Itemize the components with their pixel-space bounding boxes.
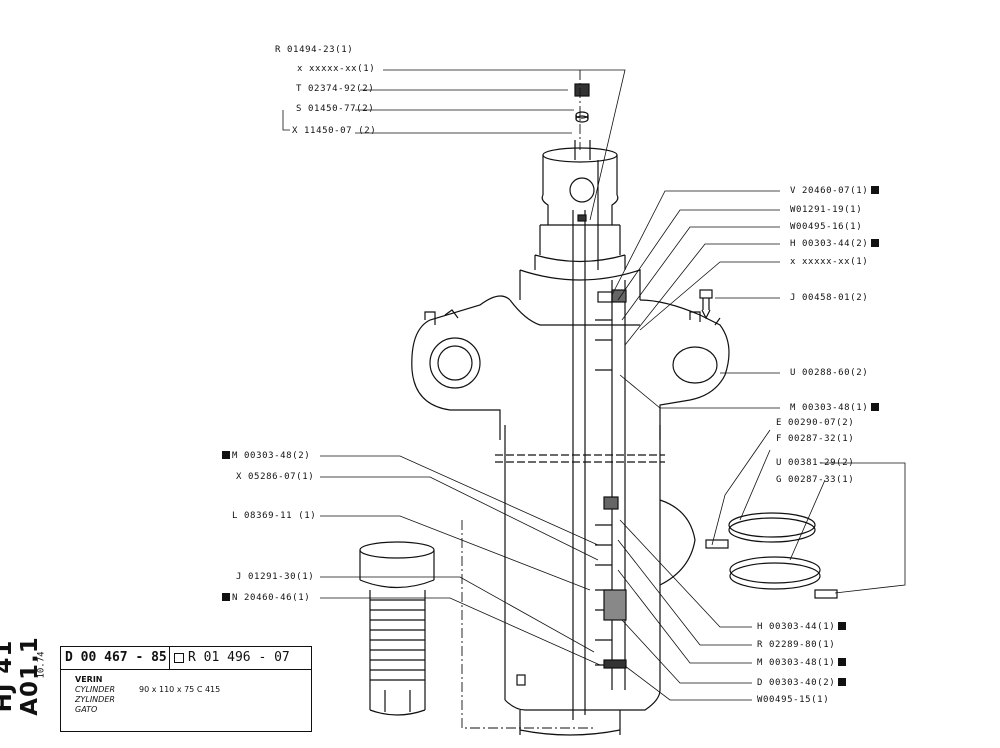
- label-j01291-30: J 01291-30(1): [236, 572, 315, 582]
- label-r01494: R 01494-23(1): [275, 45, 354, 55]
- label-x11450: X 11450-07 (2): [292, 126, 377, 136]
- label-w01291-19: W01291-19(1): [790, 205, 863, 215]
- label-w00495-16: W00495-16(1): [790, 222, 863, 232]
- label-xxxx-top: x xxxxx-xx(1): [297, 64, 376, 74]
- label-m00303-48-r1: M 00303-48(1): [790, 403, 880, 414]
- title-fr: VERIN: [75, 675, 103, 684]
- checkbox-square-icon: [174, 653, 184, 663]
- spare-part-marker: [871, 239, 880, 247]
- document-code: D 00 467 - 85: [65, 650, 167, 665]
- cylinder-spec: 90 x 110 x 75 C 415: [139, 685, 221, 694]
- label-f00287: F 00287-32(1): [776, 434, 855, 444]
- label-e00290: E 00290-07(2): [776, 418, 855, 428]
- label-v20460: V 20460-07(1): [790, 186, 880, 197]
- spare-part-marker: [871, 186, 880, 194]
- spare-part-marker: [838, 678, 847, 686]
- label-m00303-48-r2: M 00303-48(1): [757, 658, 847, 669]
- grease-nipple-part: [699, 289, 713, 320]
- cylinder-barrel: [495, 425, 696, 736]
- spare-part-marker: [222, 593, 230, 601]
- label-n20460: N 20460-46(1): [222, 593, 310, 604]
- title-es: GATO: [75, 705, 98, 714]
- reference-code: R 01 496 - 07: [188, 650, 290, 665]
- sheet-date: 10.74: [36, 651, 47, 679]
- title-block-header: D 00 467 - 85 R 01 496 - 07: [61, 647, 311, 670]
- label-g00287: G 00287-33(1): [776, 475, 855, 485]
- label-r02289: R 02289-80(1): [757, 640, 836, 650]
- label-xxxx-right: x xxxxx-xx(1): [790, 257, 869, 267]
- label-h00303-44-1: H 00303-44(1): [757, 622, 847, 633]
- label-l08369: L 08369-11 (1): [232, 511, 317, 521]
- label-w00495-15: W00495-15(1): [757, 695, 830, 705]
- header-divider: [169, 647, 170, 669]
- piston-rod-top: [519, 140, 641, 300]
- end-fitting-part: [359, 541, 435, 716]
- cylinder-yoke: [411, 295, 730, 440]
- title-block: D 00 467 - 85 R 01 496 - 07 VERIN CYLIND…: [60, 646, 312, 732]
- split-ring-parts: [705, 512, 838, 599]
- label-m00303-48-l: M 00303-48(2): [222, 451, 310, 462]
- title-en: CYLINDER: [75, 685, 116, 694]
- spare-part-marker: [838, 622, 847, 630]
- label-j00458: J 00458-01(2): [790, 293, 869, 303]
- label-h00303-44-2: H 00303-44(2): [790, 239, 880, 250]
- title-de: ZYLINDER: [75, 695, 115, 704]
- label-u00381: U 00381-29(2): [776, 458, 855, 468]
- spare-part-marker: [222, 451, 230, 459]
- label-t02374: T 02374-92(2): [296, 84, 375, 94]
- sheet-code: HJ 41 A01.1: [0, 636, 43, 716]
- spare-part-marker: [871, 403, 880, 411]
- label-s01450: S 01450-77(2): [296, 104, 375, 114]
- cap-nut-part: [574, 83, 590, 123]
- label-d00303: D 00303-40(2): [757, 678, 847, 689]
- label-u00288: U 00288-60(2): [790, 368, 869, 378]
- rod-section: [572, 160, 627, 720]
- label-x05286: X 05286-07(1): [236, 472, 315, 482]
- spare-part-marker: [838, 658, 847, 666]
